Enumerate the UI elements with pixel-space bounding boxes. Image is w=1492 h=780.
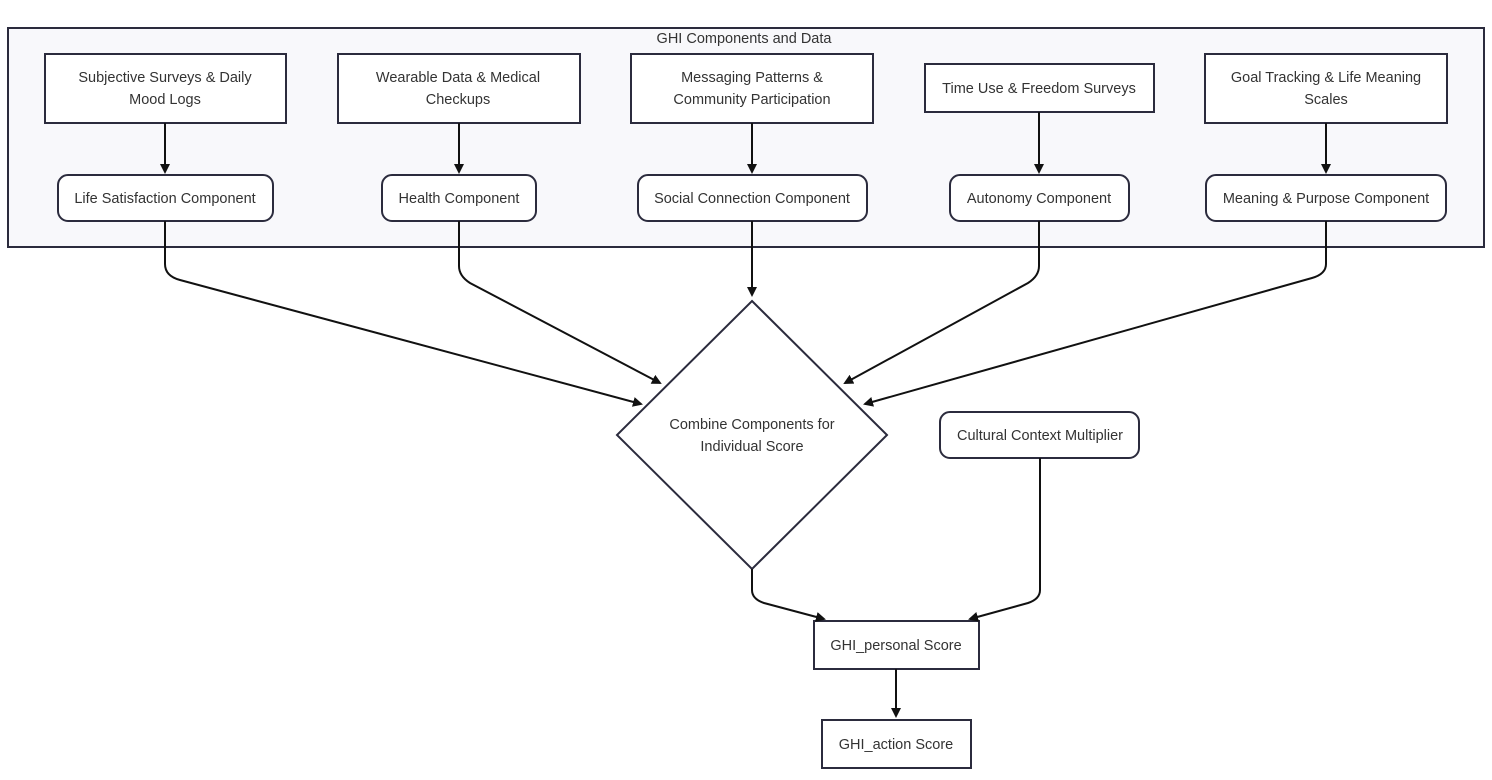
combine-components-decision[interactable]: Combine Components for Individual Score	[615, 299, 889, 571]
cultural-context-node[interactable]: Cultural Context Multiplier	[939, 411, 1140, 459]
edge-autonomy-to-combine	[843, 221, 1040, 384]
source-messaging-label-1: Messaging Patterns &	[681, 70, 823, 86]
decision-label-2: Individual Score	[700, 439, 803, 455]
edge-life-to-combine	[164, 221, 643, 407]
meaning-purpose-label: Meaning & Purpose Component	[1223, 191, 1429, 207]
life-satisfaction-node[interactable]: Life Satisfaction Component	[57, 174, 274, 222]
source-timeuse-label: Time Use & Freedom Surveys	[942, 81, 1136, 97]
edge-meaning-to-combine	[863, 221, 1327, 407]
source-goals-label-1: Goal Tracking & Life Meaning	[1231, 70, 1421, 86]
source-goals-label-2: Scales	[1304, 92, 1348, 108]
ghi-personal-node[interactable]: GHI_personal Score	[813, 620, 980, 670]
source-wearable-label-1: Wearable Data & Medical	[376, 70, 540, 86]
autonomy-label: Autonomy Component	[967, 191, 1111, 207]
meaning-purpose-node[interactable]: Meaning & Purpose Component	[1205, 174, 1447, 222]
source-surveys-label-2: Mood Logs	[129, 92, 201, 108]
ghi-action-node[interactable]: GHI_action Score	[821, 719, 972, 769]
edge-health-to-combine	[458, 221, 662, 384]
group-title: GHI Components and Data	[657, 31, 833, 47]
decision-label-1: Combine Components for	[669, 417, 834, 433]
source-timeuse-node[interactable]: Time Use & Freedom Surveys	[924, 63, 1155, 113]
source-goals-node[interactable]: Goal Tracking & Life Meaning Scales	[1204, 53, 1448, 124]
source-surveys-node[interactable]: Subjective Surveys & Daily Mood Logs	[44, 53, 287, 124]
social-connection-node[interactable]: Social Connection Component	[637, 174, 868, 222]
edge-combine-to-personal	[751, 569, 826, 622]
cultural-context-label: Cultural Context Multiplier	[957, 428, 1123, 444]
life-satisfaction-label: Life Satisfaction Component	[74, 191, 255, 207]
social-connection-label: Social Connection Component	[654, 191, 850, 207]
source-surveys-label-1: Subjective Surveys & Daily	[78, 70, 252, 86]
source-wearable-node[interactable]: Wearable Data & Medical Checkups	[337, 53, 581, 124]
ghi-personal-label: GHI_personal Score	[830, 638, 961, 654]
health-node[interactable]: Health Component	[381, 174, 537, 222]
edge-cultural-to-personal	[968, 458, 1041, 622]
autonomy-node[interactable]: Autonomy Component	[949, 174, 1130, 222]
source-wearable-label-2: Checkups	[426, 92, 490, 108]
source-messaging-label-2: Community Participation	[673, 92, 830, 108]
source-messaging-node[interactable]: Messaging Patterns & Community Participa…	[630, 53, 874, 124]
health-label: Health Component	[399, 191, 520, 207]
ghi-action-label: GHI_action Score	[839, 737, 953, 753]
